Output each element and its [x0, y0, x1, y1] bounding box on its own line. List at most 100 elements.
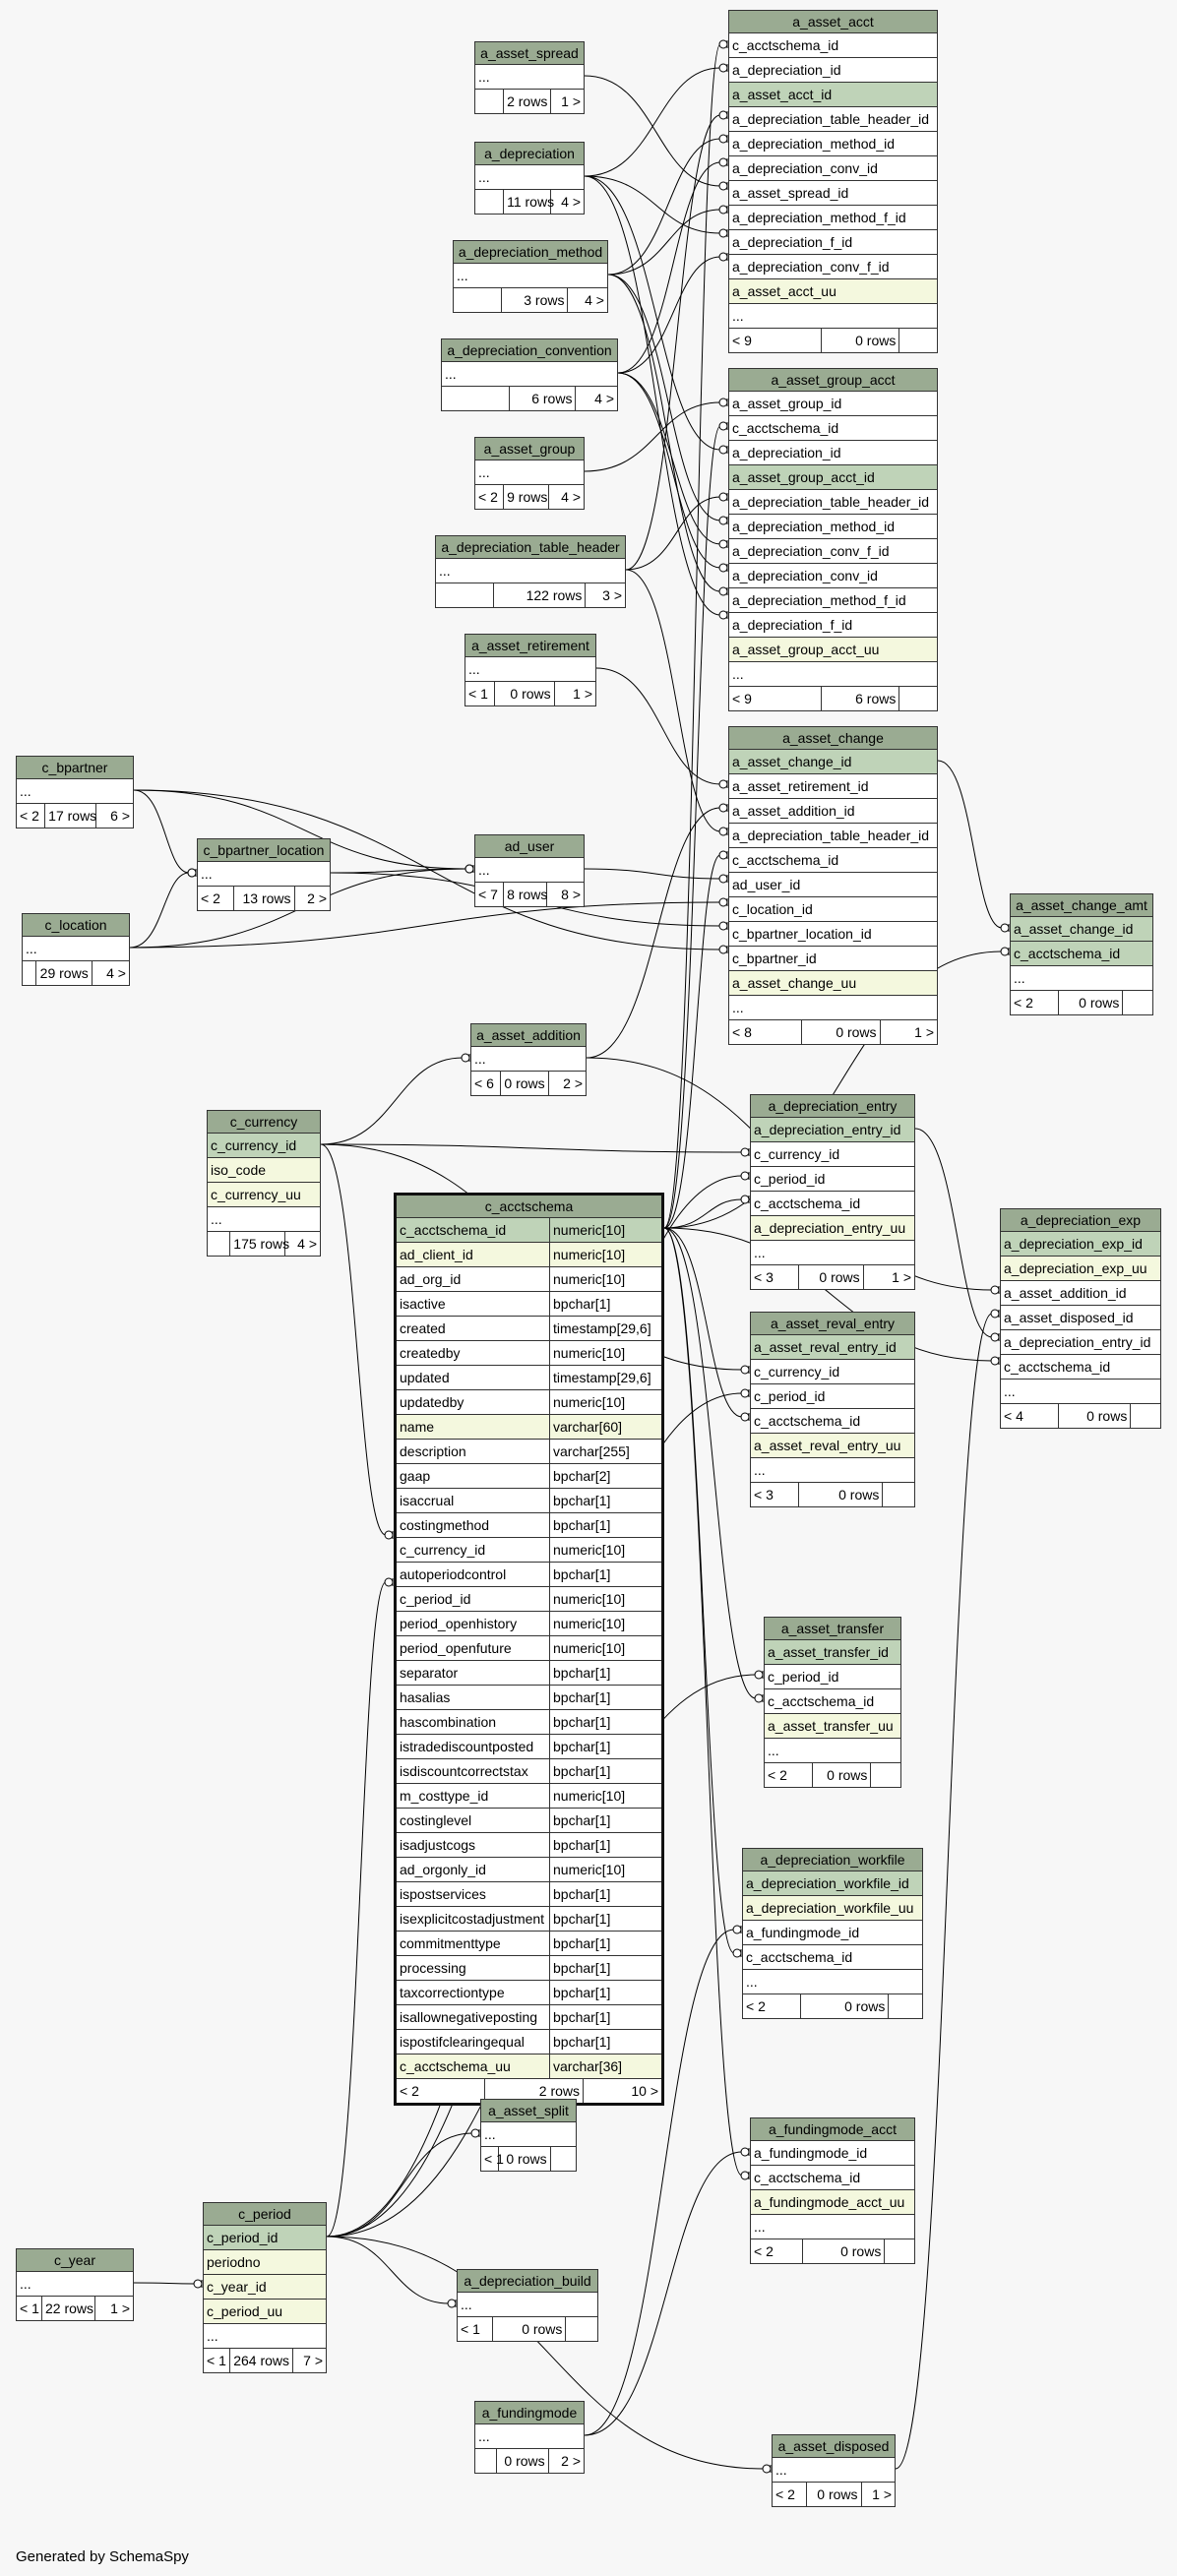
children-link[interactable]: 1 >: [872, 2486, 892, 2502]
parents-link[interactable]: < 2: [751, 2239, 804, 2263]
parents-link[interactable]: [475, 190, 505, 214]
parents-link[interactable]: [442, 387, 511, 410]
parents-link[interactable]: < 1: [17, 2297, 42, 2320]
children-link[interactable]: 3 >: [602, 587, 622, 603]
parents-link[interactable]: < 2: [743, 1994, 802, 2018]
column-type: numeric[10]: [553, 1222, 626, 1238]
parents-link[interactable]: < 8: [729, 1020, 803, 1044]
parents-link[interactable]: < 6: [471, 1072, 501, 1095]
parents-link[interactable]: < 2: [773, 2483, 808, 2506]
parents-link[interactable]: [475, 2449, 497, 2473]
children-link[interactable]: 6 >: [110, 808, 130, 824]
row-count: 0 rows: [799, 1483, 884, 1506]
parents-link[interactable]: < 2: [198, 887, 235, 910]
row-count: 0 rows: [813, 1763, 872, 1787]
column-name: c_period_id: [754, 1388, 826, 1404]
column-row: c_period_id: [751, 1167, 914, 1192]
column-name: ...: [474, 1051, 486, 1067]
children-link[interactable]: [871, 1763, 900, 1787]
parents-link[interactable]: < 1: [465, 682, 495, 705]
children-link[interactable]: 4 >: [106, 965, 126, 981]
children-link[interactable]: [883, 1483, 914, 1506]
children-link[interactable]: 2 >: [307, 890, 327, 906]
parents-link[interactable]: [454, 288, 503, 312]
parents-link[interactable]: < 1: [481, 2147, 504, 2171]
parents-link[interactable]: < 9: [729, 687, 823, 710]
parents-link[interactable]: < 1: [204, 2349, 231, 2372]
parents-link[interactable]: < 3: [751, 1483, 800, 1506]
children-link[interactable]: 1 >: [914, 1024, 935, 1040]
children-link[interactable]: 4 >: [297, 1236, 317, 1252]
children-link[interactable]: [899, 329, 937, 352]
parents-link[interactable]: < 4: [1001, 1404, 1060, 1428]
children-link[interactable]: 4 >: [594, 391, 614, 406]
children-link[interactable]: 1 >: [892, 1269, 911, 1285]
parents-link[interactable]: < 7: [475, 883, 505, 906]
parents-link[interactable]: < 2: [765, 1763, 814, 1787]
children-link[interactable]: 10 >: [631, 2083, 658, 2099]
children-link[interactable]: 1 >: [561, 93, 581, 109]
children-link[interactable]: 1 >: [573, 686, 592, 702]
children-link[interactable]: [899, 687, 937, 710]
parents-link[interactable]: < 2: [1011, 991, 1060, 1014]
parents-link[interactable]: < 2: [17, 804, 46, 828]
parents-link[interactable]: [23, 961, 36, 985]
children-link[interactable]: 2 >: [561, 2453, 581, 2469]
children-link[interactable]: [889, 1994, 922, 2018]
parents-link[interactable]: < 3: [751, 1265, 800, 1289]
parents-link[interactable]: < 2: [397, 2079, 485, 2103]
parents-link[interactable]: < 1: [458, 2317, 493, 2341]
children-link[interactable]: 2 >: [563, 1075, 583, 1091]
children-link[interactable]: [566, 2317, 597, 2341]
parents-link[interactable]: [436, 583, 495, 607]
children-link[interactable]: 8 >: [561, 887, 581, 902]
parents-link[interactable]: [208, 1232, 231, 1256]
children-link[interactable]: 4 >: [585, 292, 604, 308]
children-link[interactable]: 1 >: [110, 2300, 130, 2316]
children-link[interactable]: [885, 2239, 914, 2263]
children-link[interactable]: 7 >: [303, 2353, 323, 2368]
fk-34-c_currency-a_depreciation_entry-end-marker: [740, 1147, 750, 1157]
parents-link[interactable]: [475, 90, 505, 113]
children-link[interactable]: [1131, 1404, 1160, 1428]
children-link[interactable]: [1123, 991, 1152, 1014]
parents-link[interactable]: < 9: [729, 329, 823, 352]
children-link[interactable]: [551, 2147, 576, 2171]
children-link[interactable]: 4 >: [561, 489, 581, 505]
parents-link[interactable]: < 2: [475, 485, 505, 509]
children-link[interactable]: 4 >: [561, 194, 581, 210]
